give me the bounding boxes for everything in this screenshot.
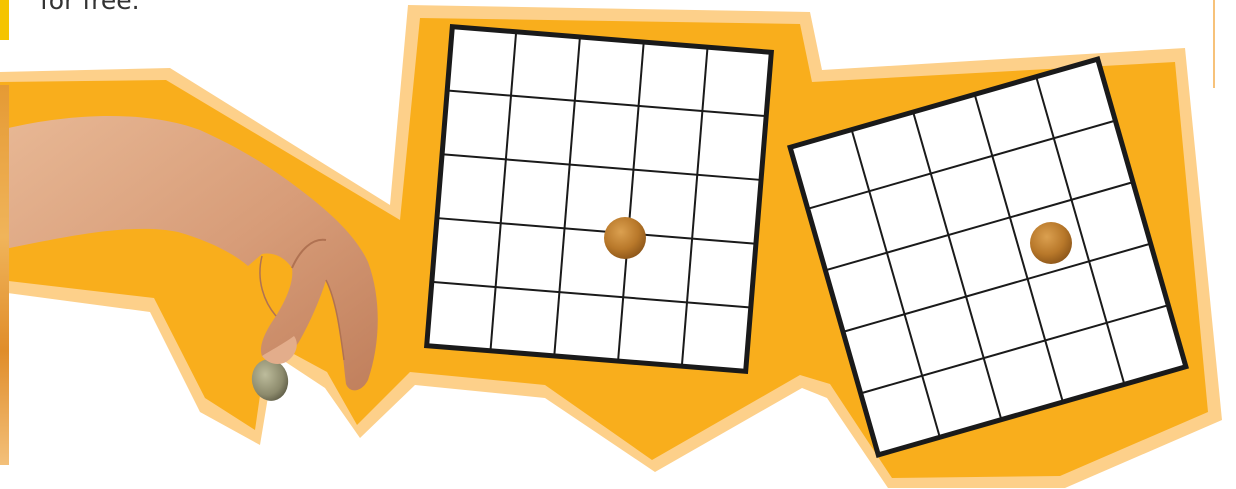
grid-board-1 (427, 27, 772, 372)
left-accent-tab (0, 0, 9, 40)
coin-on-grid-2 (1030, 222, 1072, 264)
right-divider (1213, 0, 1215, 88)
top-text: for free. (40, 0, 140, 15)
coin-on-grid-1 (604, 217, 646, 259)
left-photo-strip (0, 85, 9, 465)
